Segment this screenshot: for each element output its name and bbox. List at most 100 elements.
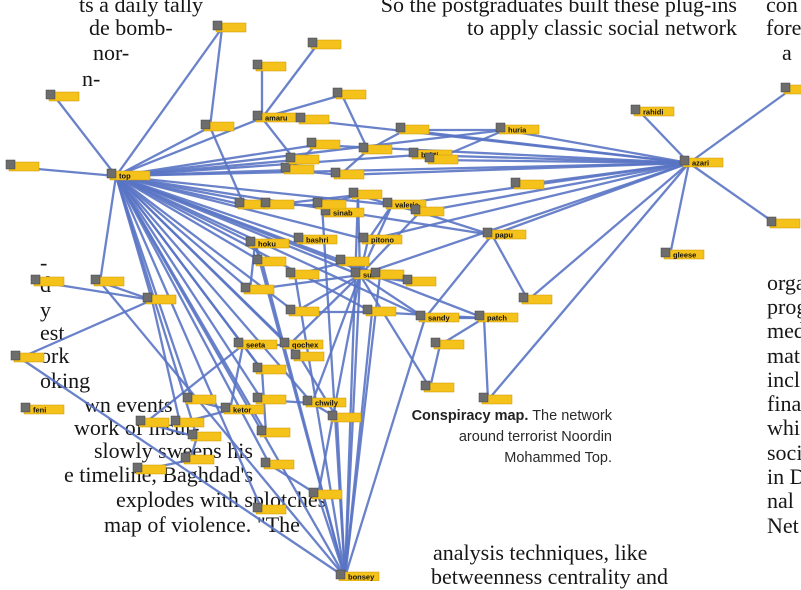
network-edge: [487, 162, 690, 401]
person-icon: [20, 402, 31, 413]
network-node: [260, 457, 295, 470]
person-icon: [370, 267, 381, 278]
network-node: amaru: [252, 110, 297, 123]
person-icon: [295, 112, 306, 123]
network-edge: [639, 111, 690, 164]
network-node: [170, 415, 205, 428]
person-icon: [252, 59, 263, 70]
person-icon: [518, 292, 529, 303]
network-node: [285, 304, 320, 317]
network-edge: [310, 274, 362, 404]
person-icon: [252, 362, 263, 373]
network-node: feni: [20, 402, 65, 415]
network-edge: [304, 118, 690, 165]
person-icon: [5, 159, 16, 170]
person-icon: [312, 197, 323, 208]
network-node: [10, 350, 45, 363]
person-icon: [358, 142, 369, 153]
network-node: [200, 119, 235, 132]
person-icon: [348, 187, 359, 198]
network-node: [135, 415, 170, 428]
node-name: papu: [495, 231, 513, 240]
node-name: bonsey: [348, 573, 375, 582]
network-node: top: [106, 168, 151, 181]
network-edge: [19, 298, 153, 360]
network-edge: [115, 175, 263, 371]
person-icon: [220, 402, 231, 413]
network-node: bashri: [293, 232, 338, 245]
network-node: [307, 37, 342, 50]
person-icon: [252, 254, 263, 265]
person-icon: [30, 274, 41, 285]
network-node: sandy: [415, 310, 460, 323]
network-node: [370, 267, 405, 280]
person-icon: [240, 282, 251, 293]
person-icon: [252, 392, 263, 403]
node-name: patch: [487, 314, 507, 323]
network-node: chwily: [302, 395, 347, 408]
person-icon: [280, 162, 291, 173]
person-icon: [335, 569, 346, 580]
network-node: [142, 292, 177, 305]
network-node: [358, 142, 393, 155]
article-line: prog: [767, 294, 801, 319]
network-edge: [343, 311, 374, 578]
network-edge: [54, 96, 117, 177]
network-node: [306, 137, 341, 150]
network-edge: [115, 125, 211, 178]
network-node: [252, 392, 287, 405]
person-icon: [430, 337, 441, 348]
network-node: [362, 304, 397, 317]
article-line: a: [782, 40, 792, 65]
person-icon: [293, 232, 304, 243]
article-line: mat: [767, 343, 800, 368]
network-edge: [261, 44, 318, 119]
network-node: [510, 177, 545, 190]
person-icon: [408, 147, 419, 158]
network-node: [132, 462, 167, 475]
network-edge: [115, 174, 373, 314]
person-icon: [180, 452, 191, 463]
network-node: [402, 274, 437, 287]
person-icon: [252, 502, 263, 513]
network-node: pitono: [358, 232, 403, 245]
network-edge: [115, 175, 267, 434]
node-name: bashri: [306, 236, 329, 245]
network-edge: [208, 27, 224, 128]
person-icon: [327, 410, 338, 421]
network-node: [187, 429, 222, 442]
network-node: [330, 167, 365, 180]
person-icon: [285, 267, 296, 278]
network-node: [285, 267, 320, 280]
network-edge: [115, 128, 506, 178]
node-name: hoku: [258, 240, 276, 249]
network-edge: [367, 204, 393, 241]
network-edge: [114, 175, 264, 511]
person-icon: [212, 20, 223, 31]
network-node: gleese: [660, 247, 705, 260]
person-icon: [780, 82, 791, 93]
network-edge: [144, 344, 244, 424]
person-icon: [415, 310, 426, 321]
article-line: whi: [767, 415, 800, 440]
network-node: [260, 197, 295, 210]
network-node: qochex: [279, 337, 324, 350]
article-line: con: [766, 0, 798, 17]
node-name: chwily: [315, 399, 339, 408]
network-node: [30, 274, 65, 287]
figure-caption: Conspiracy map. The network around terro…: [382, 406, 612, 469]
network-edge: [248, 243, 257, 291]
network-node: [327, 410, 362, 423]
article-line: med: [767, 318, 801, 343]
node-name: gleese: [673, 251, 696, 260]
network-node: [348, 187, 383, 200]
person-icon: [478, 392, 489, 403]
person-icon: [395, 122, 406, 133]
article-line: -: [40, 250, 48, 275]
person-icon: [510, 177, 521, 188]
network-node: [430, 337, 465, 350]
node-name: sinab: [333, 209, 353, 218]
network-node: [395, 122, 430, 135]
network-node: [252, 362, 287, 375]
person-icon: [474, 310, 485, 321]
